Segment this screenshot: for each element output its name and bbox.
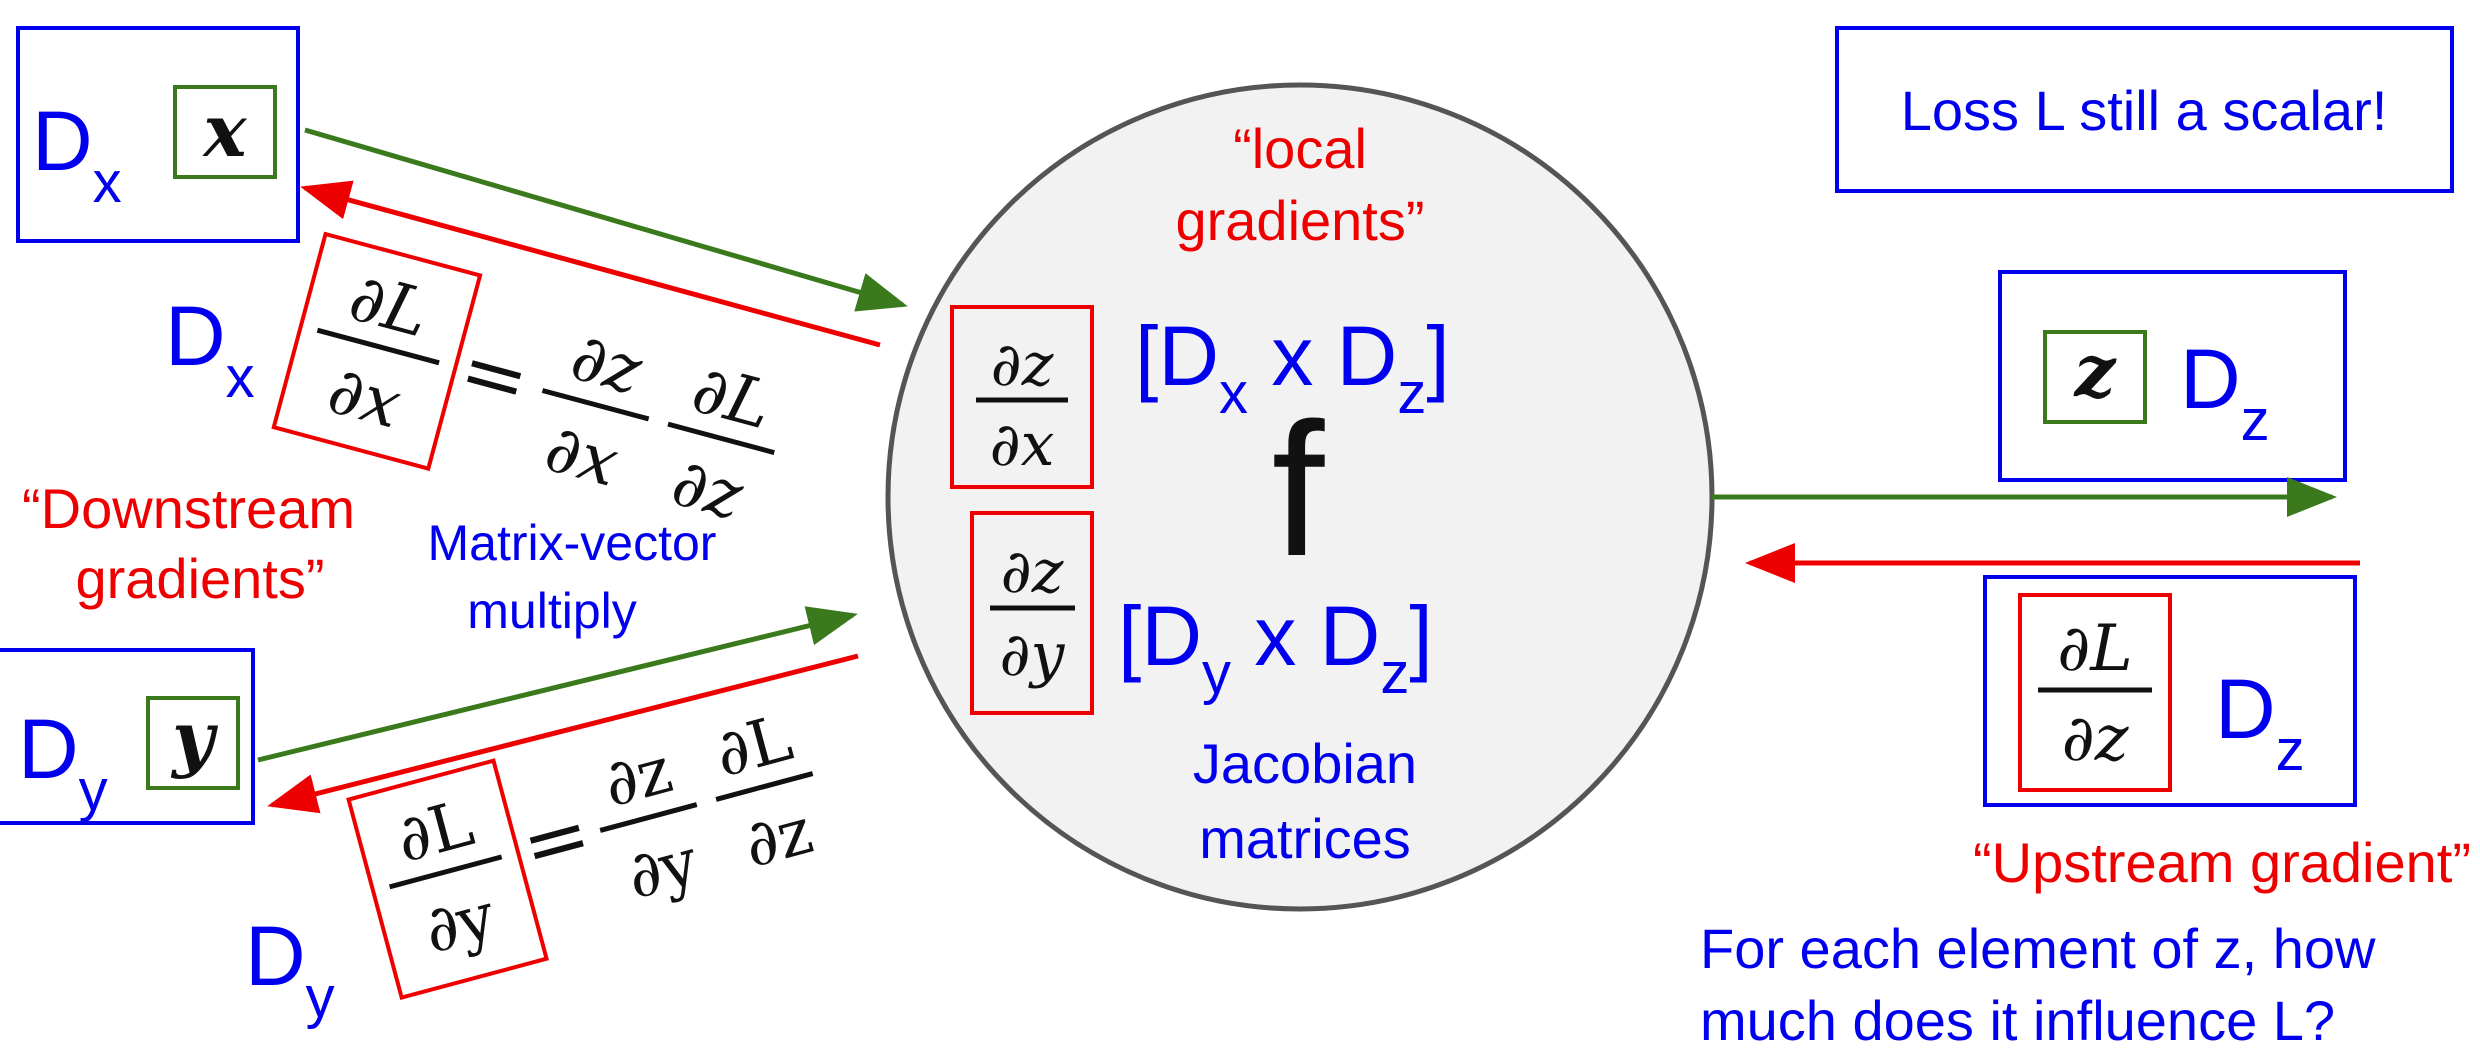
dz-dy-numerator-rhs: ∂z	[596, 734, 680, 823]
influence-question-line2: much does it influence L?	[1700, 989, 2335, 1052]
upstream-gradient-box	[1983, 575, 2357, 807]
loss-scalar-box	[1835, 26, 2454, 193]
backward-arrow-x	[300, 180, 881, 348]
dl-dz-rhs-bar-x	[667, 421, 775, 456]
input-x-dimension: Dx	[32, 94, 122, 215]
jacobian-x-dims: [Dx x Dz]	[1135, 309, 1450, 426]
dl-dz-denominator: ∂z	[2062, 702, 2130, 776]
matrix-vector-label-line1: Matrix-vector	[428, 515, 717, 571]
dz-dx-numerator: ∂z	[991, 330, 1054, 400]
function-symbol: f	[1272, 384, 1326, 596]
dz-dy-jacobian: ∂z ∂y	[970, 511, 1094, 715]
output-z-dimension: Dz	[2180, 332, 2270, 453]
dl-dz-box	[2018, 593, 2172, 792]
input-x-variable: x	[202, 88, 248, 173]
output-z-node: z Dz	[1998, 270, 2347, 482]
input-y-box	[0, 648, 255, 825]
local-gradients-label-line1: “local	[1233, 117, 1367, 180]
dl-dz-numerator: ∂L	[2057, 612, 2133, 686]
local-gradients-label-line2: gradients”	[1175, 189, 1424, 252]
jacobian-matrices-line1: Jacobian	[1193, 732, 1417, 795]
loss-scalar-text: Loss L still a scalar!	[1901, 79, 2388, 142]
influence-question-line1: For each element of z, how	[1700, 917, 2376, 980]
input-y-variable: y	[170, 695, 218, 780]
dl-dx-denominator: ∂x	[320, 351, 409, 444]
dl-dz-rhs-bar-y	[715, 771, 814, 802]
dz-dx-rhs-bar	[541, 388, 650, 422]
dl-dx-box	[271, 231, 483, 472]
dz-dy-rhs-bar	[599, 802, 698, 833]
forward-arrow-x	[304, 127, 908, 312]
matrix-vector-label-line2: multiply	[467, 583, 636, 639]
downstream-gradients-label-line2: gradients”	[75, 547, 324, 610]
dz-dx-box	[950, 305, 1094, 489]
arrows	[257, 127, 2360, 814]
loss-scalar-note: Loss L still a scalar!	[1835, 26, 2454, 193]
jacobian-y-dims: [Dy x Dz]	[1118, 589, 1433, 706]
dz-dy-box	[970, 511, 1094, 715]
dz-dx-denominator-rhs: ∂x	[538, 409, 627, 502]
input-x-variable-box	[173, 85, 277, 179]
forward-arrow-y	[257, 606, 858, 763]
dl-dz-denominator-rhs-y: ∂z	[737, 794, 821, 883]
upstream-gradient-label: “Upstream gradient”	[1973, 831, 2471, 894]
dz-dy-numerator: ∂z	[1001, 537, 1064, 607]
dz-dx-denominator: ∂x	[990, 410, 1055, 480]
output-z-box	[1998, 270, 2347, 482]
input-x-box	[16, 26, 300, 243]
input-y-node: Dy y	[0, 648, 255, 825]
dl-dx-fraction-bar	[316, 327, 440, 366]
output-z-variable: z	[2073, 328, 2118, 413]
downstream-gradients-label-line1: “Downstream	[22, 477, 355, 540]
function-node: “local gradients” ∂z ∂x [Dx x Dz] f ∂z ∂…	[885, 82, 1715, 912]
dz-dy-denominator-rhs: ∂y	[619, 825, 705, 914]
backward-arrow-y	[267, 653, 859, 814]
input-y-dimension: Dy	[18, 702, 108, 823]
dz-dy-denominator: ∂y	[1000, 620, 1066, 690]
dl-dy-box	[346, 758, 550, 1000]
downstream-y-equation: ∂L ∂y = ∂z ∂y ∂L ∂z	[346, 701, 821, 1000]
input-x-node: Dx x	[16, 26, 300, 243]
input-y-variable-box	[146, 696, 240, 790]
downstream-y-dimension: Dy	[245, 909, 335, 1030]
dz-dx-numerator-rhs: ∂z	[563, 318, 651, 411]
dl-dy-denominator: ∂y	[417, 879, 503, 968]
output-z-variable-box	[2043, 330, 2147, 424]
dl-dy-fraction-bar	[388, 854, 503, 890]
upstream-gradient-node: ∂L ∂z Dz	[1983, 575, 2357, 807]
dz-dx-jacobian: ∂z ∂x	[950, 305, 1094, 489]
jacobian-matrices-line2: matrices	[1199, 807, 1411, 870]
upstream-dimension: Dz	[2215, 662, 2305, 783]
downstream-x-dimension: Dx	[165, 289, 255, 410]
